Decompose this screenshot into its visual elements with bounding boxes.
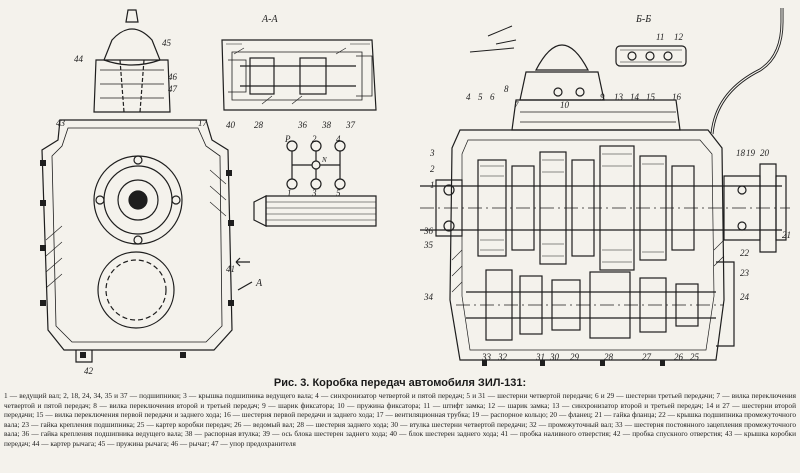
callout: 17 (198, 118, 208, 128)
callout: 24 (740, 292, 750, 302)
callout: 14 (630, 92, 640, 102)
caption-title: Коробка передач автомобиля ЗИЛ-131: (312, 377, 527, 389)
shift-label-4: 4 (336, 134, 341, 144)
callout: 7 (514, 100, 519, 110)
shift-label-2: 2 (312, 134, 317, 144)
callout: 37 (345, 120, 356, 130)
callout: 2 (430, 164, 435, 174)
shaft-end-view (253, 195, 377, 227)
callout: 46 (168, 72, 178, 82)
section-aa (221, 39, 377, 111)
callout: 1 (430, 180, 435, 190)
callout: 43 (56, 118, 66, 128)
shift-label-3: 3 (311, 188, 317, 198)
callout: 21 (782, 230, 791, 240)
callout: 10 (560, 100, 570, 110)
figure-caption: Рис. 3. Коробка передач автомобиля ЗИЛ-1… (0, 376, 800, 449)
callout: 4 (466, 92, 471, 102)
callout: 20 (760, 148, 770, 158)
shift-pattern (286, 140, 346, 190)
end-view (40, 9, 253, 363)
callout: 42 (84, 366, 94, 375)
section-label-bb: Б-Б (635, 14, 651, 25)
callout: 8 (504, 84, 509, 94)
shift-label-n: N (321, 156, 327, 164)
callout: 45 (162, 38, 172, 48)
caption-title-line: Рис. 3. Коробка передач автомобиля ЗИЛ-1… (0, 376, 800, 390)
callout: 12 (674, 32, 684, 42)
callout: 27 (642, 352, 652, 362)
callout: 16 (672, 92, 682, 102)
shift-label-r: Р (284, 134, 291, 144)
callout: 6 (490, 92, 495, 102)
callout: 5 (478, 92, 483, 102)
callout: 31 (535, 352, 545, 362)
parts-legend: 1 — ведущий вал; 2, 18, 24, 34, 35 и 37 … (4, 391, 796, 448)
callout: 25 (690, 352, 700, 362)
shift-label-5: 5 (336, 188, 341, 198)
section-label-aa: А-А (261, 14, 278, 25)
callout: 28 (604, 352, 614, 362)
callout: 13 (614, 92, 624, 102)
callout: 36 (423, 226, 434, 236)
callout: 44 (74, 54, 84, 64)
callout: 47 (168, 84, 178, 94)
section-bb (615, 45, 687, 67)
arrow-label-a: А (255, 278, 263, 289)
callout: 15 (646, 92, 656, 102)
caption-label: Рис. 3. (273, 377, 310, 389)
callout: 36 (297, 120, 308, 130)
callout: 29 (570, 352, 580, 362)
callout: 3 (429, 148, 435, 158)
longitudinal-section (420, 8, 790, 366)
callout: 18 (736, 148, 746, 158)
callout: 38 (321, 120, 332, 130)
callout: 34 (423, 292, 434, 302)
callout: 30 (549, 352, 560, 362)
callout: 41 (226, 264, 235, 274)
callout: 40 (226, 120, 236, 130)
callout: 35 (423, 240, 434, 250)
callout: 11 (656, 32, 664, 42)
callout: 32 (497, 352, 508, 362)
callout: 33 (481, 352, 492, 362)
shift-label-1: 1 (287, 188, 292, 198)
callout: 19 (746, 148, 756, 158)
gearbox-drawing: А-А Б-Б А Р 1 2 3 4 5 N 45 44 46 47 43 1… (40, 8, 791, 375)
callout: 9 (600, 92, 605, 102)
callout: 28 (254, 120, 264, 130)
callout: 26 (674, 352, 684, 362)
callout: 23 (740, 268, 750, 278)
callout: 22 (740, 248, 750, 258)
